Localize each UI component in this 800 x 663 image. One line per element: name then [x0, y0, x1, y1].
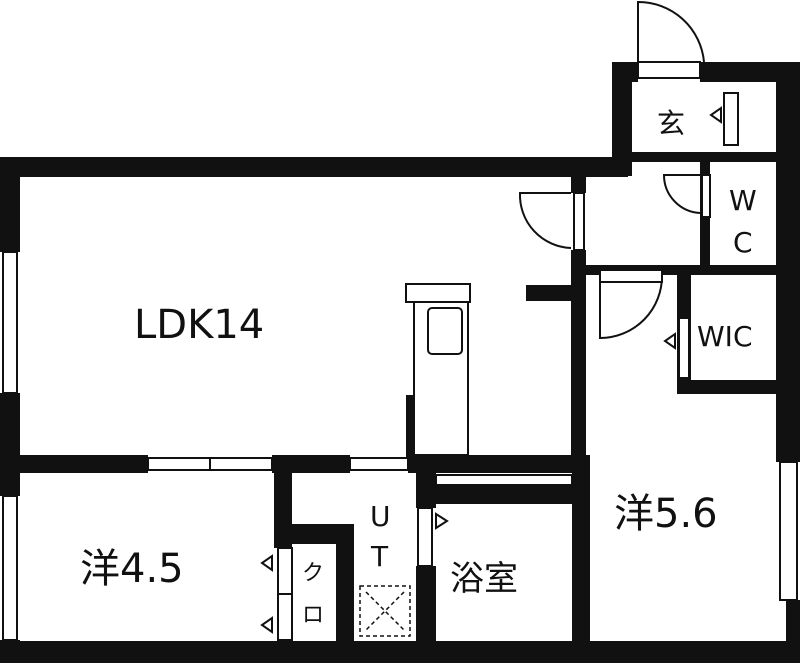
- door-closet-leaf-1: [277, 547, 293, 595]
- wall-wic-bottom: [677, 380, 787, 394]
- arrow-wic: [663, 332, 676, 350]
- wall-hall-stub: [526, 285, 586, 301]
- door-ldk-leaf: [573, 192, 585, 251]
- wall-ldk-right: [571, 250, 586, 460]
- door-west56-leaf: [599, 269, 663, 283]
- label-wic: WIC: [697, 320, 753, 353]
- wall-ldk-bottom-l: [0, 455, 148, 473]
- windows: [2, 251, 798, 641]
- wall-ut-right: [416, 566, 436, 646]
- wall-ldk-right-top: [571, 175, 586, 193]
- label-wc-2: C: [733, 226, 753, 259]
- washer-space: [359, 585, 411, 637]
- arrow-closet-1: [260, 554, 273, 572]
- door-entrance: [637, 0, 705, 63]
- door-ut-leaf: [417, 507, 433, 567]
- exterior-walls: [0, 62, 800, 663]
- door-wic-leaf: [678, 317, 690, 379]
- label-closet-1: ク: [302, 561, 324, 586]
- interior-walls: [0, 152, 787, 646]
- laundry-pan: [359, 585, 411, 637]
- label-wc-1: W: [729, 184, 757, 217]
- washer-diag-1: [365, 591, 405, 631]
- label-ldk: LDK14: [134, 302, 264, 348]
- label-bath: 浴室: [450, 559, 518, 599]
- arrow-entrance: [709, 106, 722, 124]
- wall-ut-right-top: [416, 468, 436, 508]
- door-west56: [599, 274, 664, 340]
- arrow-closet-2: [260, 616, 273, 634]
- kitchen-counter: [405, 283, 471, 456]
- slide-markers: [260, 106, 722, 634]
- wall-closet-right: [336, 524, 354, 644]
- arrow-ut: [435, 512, 449, 530]
- window-ldk-bottom-3: [349, 457, 409, 471]
- door-entrance-leaf: [637, 61, 701, 79]
- wall-bottom: [0, 641, 800, 663]
- wall-wc-bottom: [580, 265, 780, 275]
- wall-ldk-bottom-m: [272, 455, 350, 473]
- label-entrance: 玄: [657, 107, 685, 140]
- door-shoebox-leaf: [723, 92, 739, 146]
- label-western-45: 洋4.5: [80, 546, 184, 592]
- doors: [277, 0, 739, 641]
- counter-top: [405, 283, 471, 303]
- washer-diag-2: [365, 591, 405, 631]
- wall-left-mid: [0, 393, 20, 496]
- label-ut-1: U: [370, 500, 391, 533]
- wall-entry-left: [612, 62, 632, 176]
- door-wc-leaf: [701, 174, 711, 218]
- wall-bath-top: [436, 486, 576, 504]
- window-ldk-bottom-1: [147, 457, 211, 471]
- wall-top-main: [0, 157, 628, 177]
- door-closet-leaf-2: [277, 593, 293, 641]
- wall-entry-bottom: [632, 152, 782, 162]
- label-western-56: 洋5.6: [614, 491, 718, 537]
- label-closet-2: ロ: [302, 603, 324, 628]
- ldk-bottom-windows: [147, 457, 573, 486]
- wall-right: [776, 62, 800, 462]
- window-bath-top: [435, 474, 573, 486]
- window-west56-right: [779, 461, 798, 601]
- door-wc: [662, 174, 701, 214]
- label-ut-2: T: [370, 540, 389, 573]
- wall-left-top: [0, 157, 20, 252]
- window-west45-left: [2, 495, 18, 641]
- wall-ldk-bottom-r: [408, 455, 590, 473]
- wall-west56-left: [572, 455, 590, 645]
- door-ldk: [518, 192, 572, 249]
- window-ldk-bottom-2: [209, 457, 273, 471]
- wall-closet-top: [274, 524, 354, 544]
- wall-top-right: [700, 62, 790, 82]
- kitchen-sink: [427, 307, 463, 355]
- window-ldk-left: [2, 251, 18, 394]
